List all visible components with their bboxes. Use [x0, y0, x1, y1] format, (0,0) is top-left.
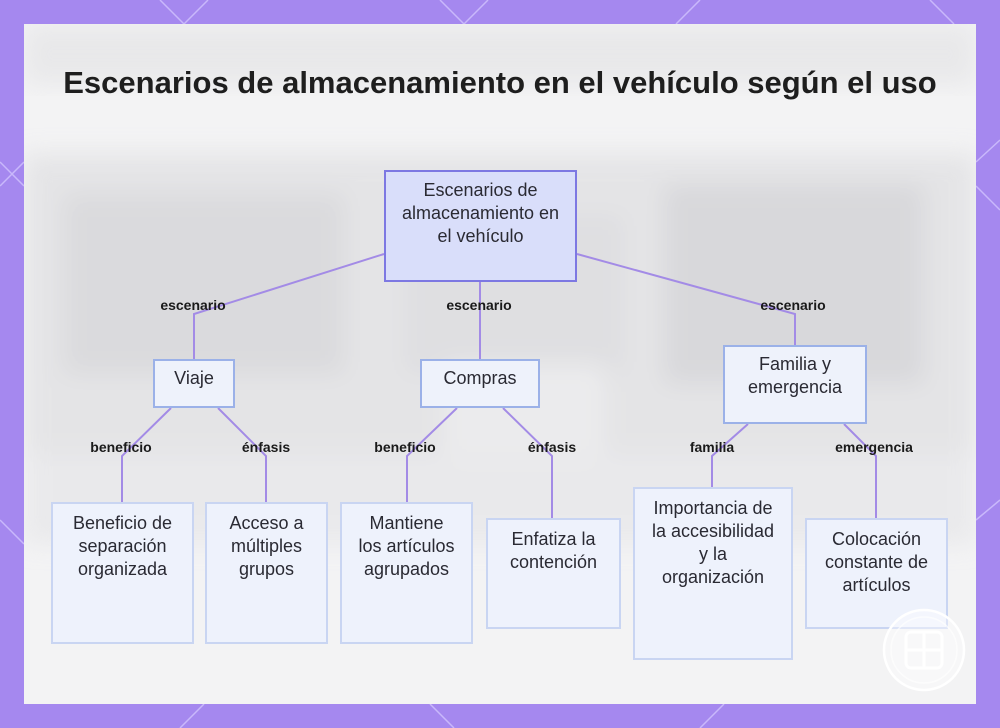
leaf-beneficio-separacion-label: Beneficio de separación organizada — [72, 513, 173, 579]
connector-compras-enfatiza — [502, 407, 553, 518]
leaf-mantiene-agrupados-label: Mantiene los artículos agrupados — [358, 513, 455, 579]
leaf-beneficio-separacion: Beneficio de separación organizada — [51, 502, 194, 644]
edge-label-beneficio-compras: beneficio — [374, 439, 436, 455]
node-viaje: Viaje — [153, 359, 235, 408]
connector-viaje-acceso — [217, 407, 267, 502]
leaf-colocacion-constante-label: Colocación constante de artículos — [824, 529, 929, 595]
root-node: Escenarios de almacenamiento en el vehíc… — [384, 170, 577, 282]
node-viaje-label: Viaje — [174, 368, 214, 388]
connector-familia-colocacion — [843, 423, 877, 518]
edge-label-escenario-viaje: escenario — [160, 297, 226, 313]
leaf-enfatiza-contencion: Enfatiza la contención — [486, 518, 621, 629]
leaf-mantiene-agrupados: Mantiene los artículos agrupados — [340, 502, 473, 644]
node-compras-label: Compras — [443, 368, 517, 388]
leaf-acceso-multiples-label: Acceso a múltiples grupos — [229, 513, 304, 579]
edge-label-familia: familia — [689, 439, 735, 455]
leaf-importancia-accesibilidad: Importancia de la accesibilidad y la org… — [633, 487, 793, 660]
leaf-acceso-multiples: Acceso a múltiples grupos — [205, 502, 328, 644]
node-compras: Compras — [420, 359, 540, 408]
node-familia-emergencia: Familia y emergencia — [723, 345, 867, 424]
edge-label-escenario-compras: escenario — [446, 297, 512, 313]
connector-root-viaje — [193, 253, 385, 359]
leaf-importancia-accesibilidad-label: Importancia de la accesibilidad y la org… — [651, 498, 775, 587]
connector-familia-importancia — [711, 423, 749, 487]
diagram-title: Escenarios de almacenamiento en el vehíc… — [63, 65, 937, 100]
edge-label-enfasis-compras: énfasis — [527, 439, 577, 455]
grid-logo-icon — [882, 608, 966, 692]
node-familia-emergencia-label: Familia y emergencia — [747, 354, 843, 397]
leaf-enfatiza-contencion-label: Enfatiza la contención — [509, 529, 598, 572]
connector-viaje-beneficio — [121, 407, 172, 502]
edge-label-escenario-familia: escenario — [760, 297, 826, 313]
connector-compras-mantiene — [406, 407, 458, 502]
edge-label-beneficio-viaje: beneficio — [90, 439, 152, 455]
connector-root-familia — [576, 253, 796, 345]
edge-label-enfasis-viaje: énfasis — [241, 439, 291, 455]
root-node-label: Escenarios de almacenamiento en el vehíc… — [401, 180, 560, 246]
edge-label-emergencia: emergencia — [835, 439, 913, 455]
